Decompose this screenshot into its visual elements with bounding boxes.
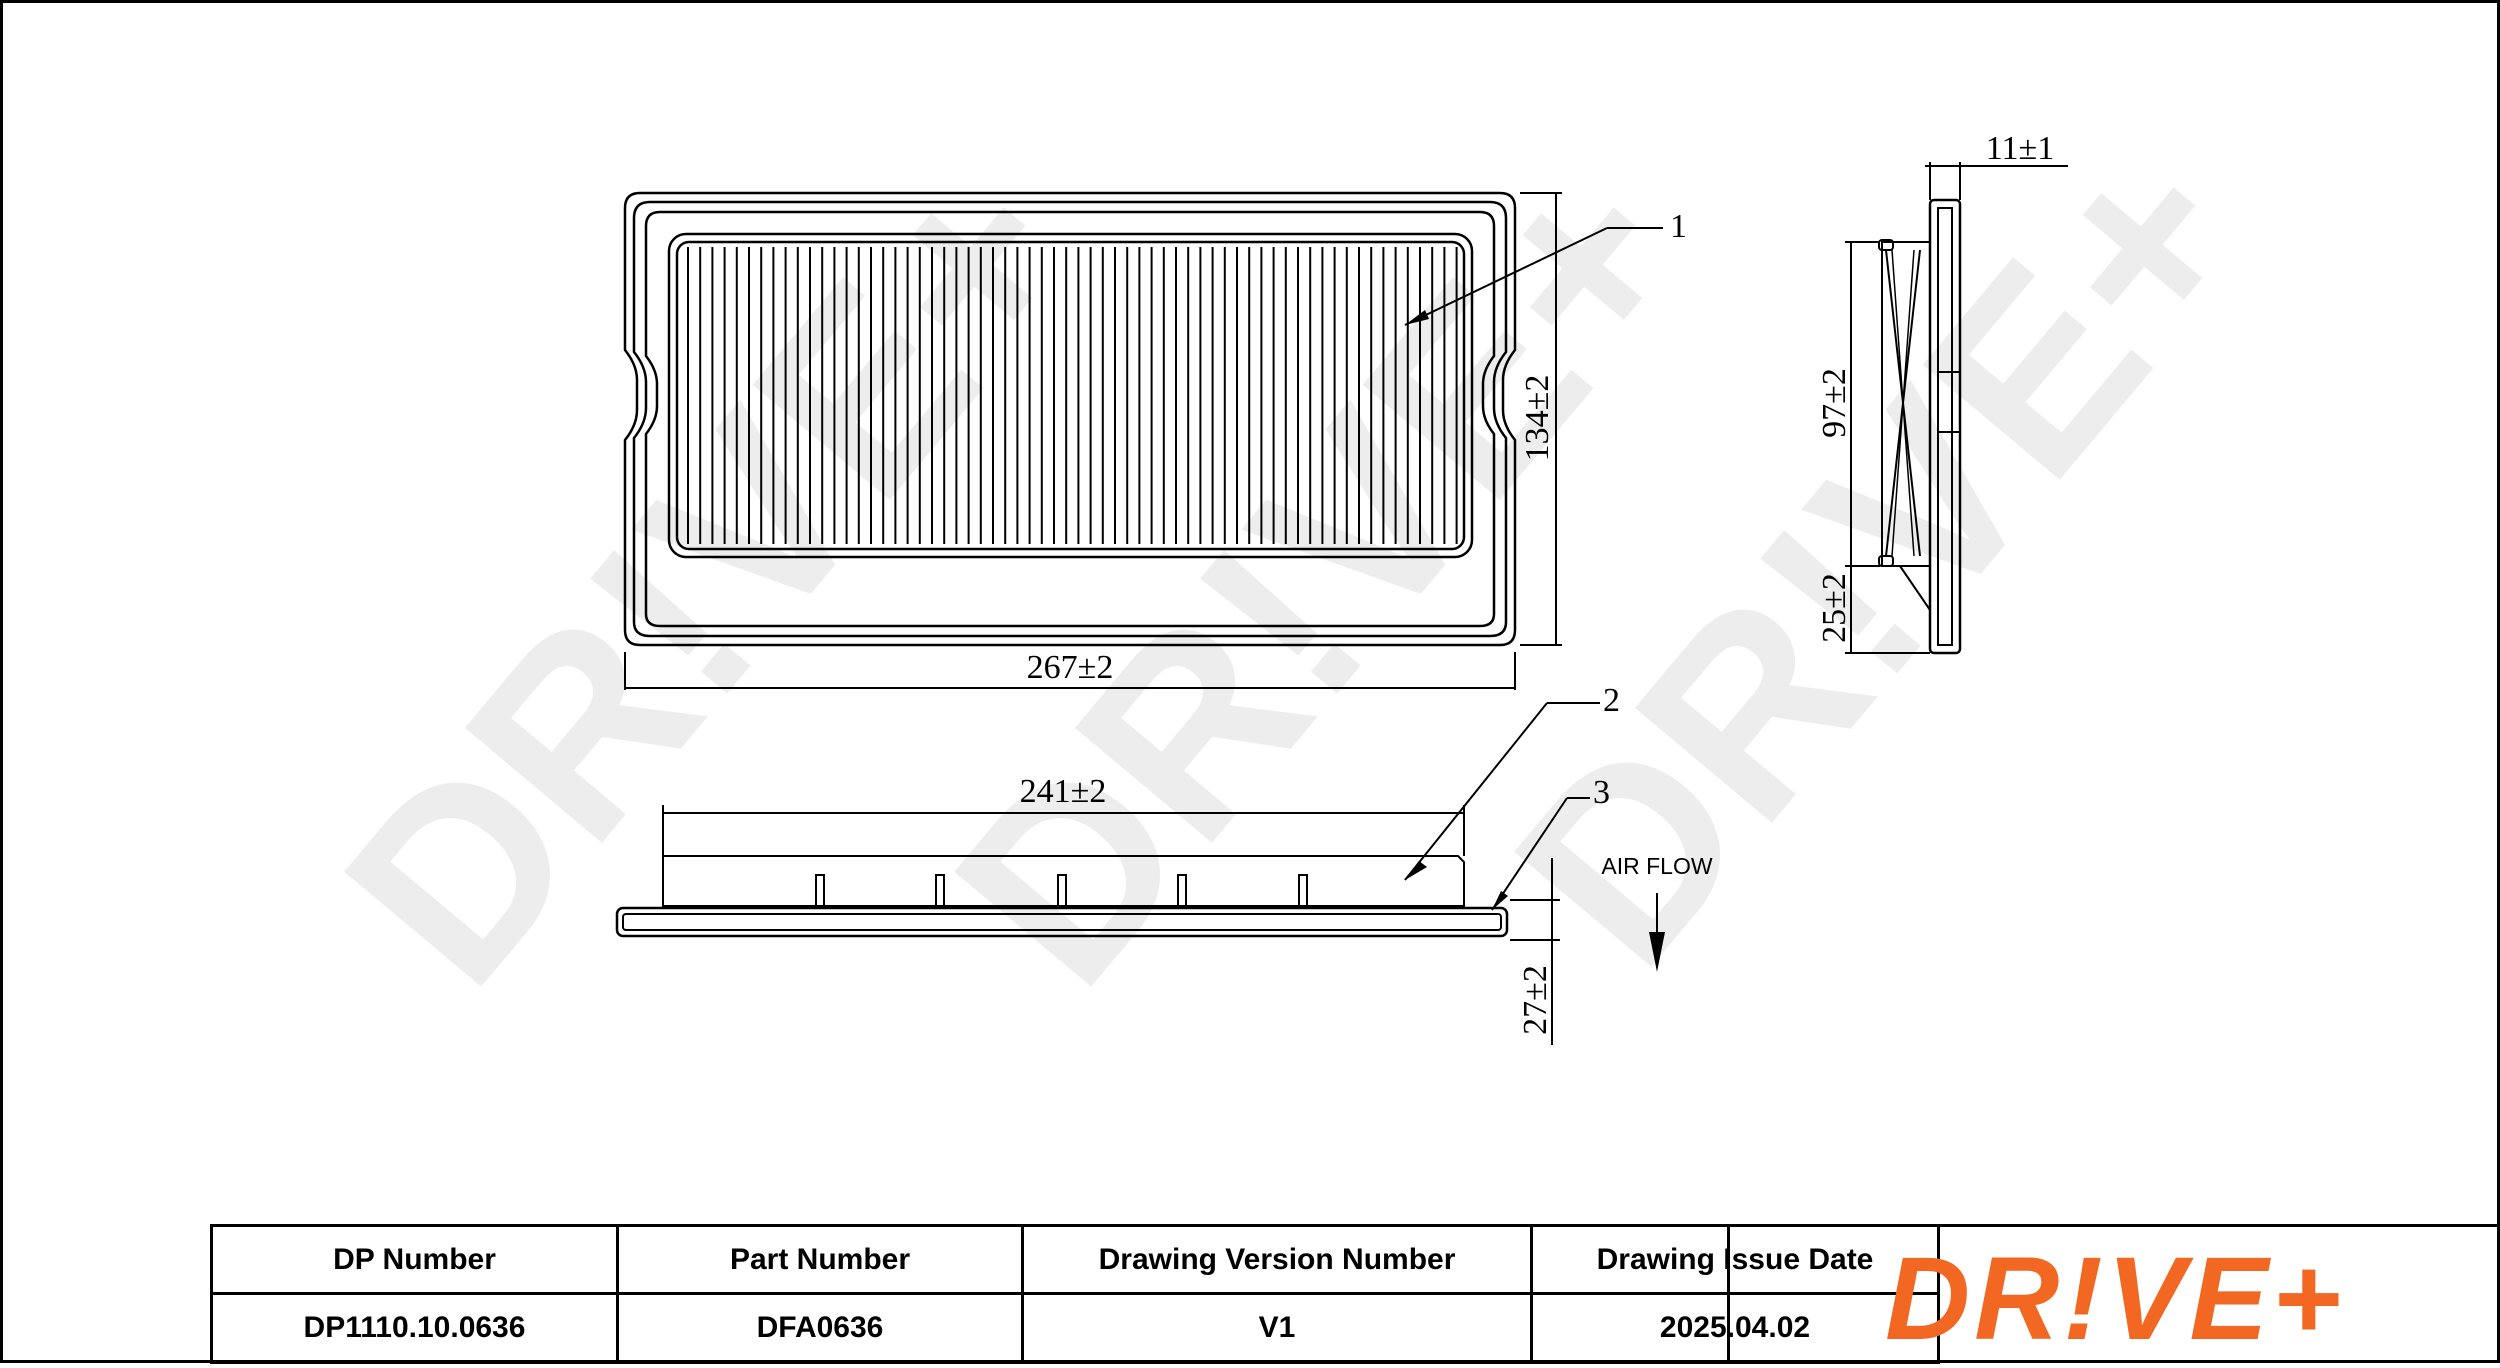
callout-2: 2 [1603,682,1620,719]
airflow-label: AIR FLOW [1601,853,1712,879]
top-view [623,191,1517,647]
dim-offset: 25±2 [1816,573,1853,643]
header-part-number: Part Number [616,1224,1024,1295]
filter-tab [935,874,945,907]
header-dp-number: DP Number [210,1224,619,1295]
value-issue-date: 2025.04.02 [1530,1292,1940,1364]
value-dp-number: DP1110.10.0636 [210,1292,619,1364]
header-issue-date: Drawing Issue Date [1530,1224,1940,1295]
side-view [615,702,1600,1045]
title-block-table: DP Number Part Number Drawing Version Nu… [210,1224,1940,1364]
callout-1: 1 [1670,208,1687,245]
logo-text: DR!VE+ [1885,1233,2345,1363]
section-view [1845,162,2068,655]
filter-tab [815,874,825,907]
title-block: DP Number Part Number Drawing Version Nu… [210,1224,2500,1364]
value-drawing-version: V1 [1021,1292,1533,1364]
dim-width-side: 241±2 [1020,773,1107,810]
filter-tab [1057,874,1067,907]
dim-height-top: 134±2 [1519,375,1556,462]
filter-tabs [815,874,1308,907]
dim-thickness: 11±1 [1986,130,2054,167]
header-drawing-version: Drawing Version Number [1021,1224,1533,1295]
airflow-arrow [1649,893,1665,972]
filter-tab [1177,874,1187,907]
dim-inner-height: 97±2 [1816,368,1853,438]
filter-pleats [687,247,1458,544]
top-view-dimensions [624,192,1663,690]
value-part-number: DFA0636 [616,1292,1024,1364]
callout-3: 3 [1593,774,1610,811]
filter-tab [1298,874,1308,907]
dim-height-side: 27±2 [1517,965,1554,1035]
drive-logo: DR!VE+ [1727,1224,2500,1365]
dim-width-top: 267±2 [1027,649,1114,686]
dimension-labels: 267±2 134±2 241±2 27±2 11±1 97±2 25±2 1 … [1020,130,2055,1035]
drive-logo-graphic: DR!VE+ [1885,1233,2345,1365]
